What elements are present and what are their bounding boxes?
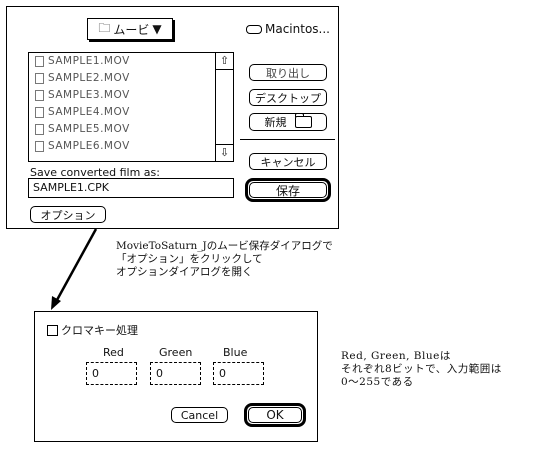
new-folder-button[interactable]: 新規 — [249, 113, 327, 131]
save-dialog — [6, 6, 339, 229]
folder-icon: 🗀 — [98, 20, 111, 35]
blue-input[interactable]: 0 — [213, 362, 264, 385]
list-item[interactable]: SAMPLE1.MOV — [35, 55, 130, 67]
file-list[interactable]: SAMPLE1.MOV SAMPLE2.MOV SAMPLE3.MOV SAMP… — [28, 52, 234, 162]
save-as-label: Save converted film as: — [30, 166, 160, 179]
scroll-up-arrow-icon[interactable]: ⇧ — [216, 53, 233, 70]
save-button[interactable]: 保存 — [245, 178, 331, 202]
divider — [240, 139, 335, 140]
list-item[interactable]: SAMPLE4.MOV — [35, 106, 130, 118]
ok-button[interactable]: OK — [244, 403, 306, 427]
folder-icon — [294, 113, 312, 128]
list-item[interactable]: SAMPLE6.MOV — [35, 140, 130, 152]
document-icon — [35, 123, 44, 135]
green-label: Green — [159, 346, 193, 359]
disk-name: Macintos... — [246, 22, 330, 36]
options-dialog — [34, 311, 318, 442]
file-list-scrollbar[interactable]: ⇧ ⇩ — [215, 52, 234, 162]
filename-input[interactable]: SAMPLE1.CPK — [28, 178, 234, 198]
chroma-key-checkbox[interactable]: クロマキー処理 — [47, 322, 138, 338]
document-icon — [35, 72, 44, 84]
disk-icon — [246, 24, 262, 34]
document-icon — [35, 89, 44, 101]
document-icon — [35, 55, 44, 67]
list-item[interactable]: SAMPLE2.MOV — [35, 72, 130, 84]
list-item[interactable]: SAMPLE3.MOV — [35, 89, 130, 101]
cancel-button[interactable]: Cancel — [171, 407, 228, 423]
desktop-button[interactable]: デスクトップ — [249, 89, 327, 106]
cancel-button[interactable]: キャンセル — [249, 153, 327, 170]
green-input[interactable]: 0 — [150, 362, 201, 385]
disk-name-label: Macintos... — [265, 22, 330, 36]
red-label: Red — [103, 346, 124, 359]
eject-button[interactable]: 取り出し — [249, 64, 327, 81]
list-item[interactable]: SAMPLE5.MOV — [35, 123, 130, 135]
options-button[interactable]: オプション — [30, 206, 106, 223]
document-icon — [35, 140, 44, 152]
checkbox-icon[interactable] — [47, 324, 58, 336]
caption-main: MovieToSaturn_Jのムービ保存ダイアログで 「オプション」をクリック… — [116, 240, 333, 278]
blue-label: Blue — [223, 346, 248, 359]
document-icon — [35, 106, 44, 118]
folder-popup-label: ムービ — [113, 22, 150, 37]
folder-popup-menu[interactable]: 🗀 ムービ ▼ — [87, 18, 173, 40]
triangle-down-icon: ▼ — [152, 22, 162, 36]
red-input[interactable]: 0 — [86, 362, 137, 385]
caption-rgb: Red, Green, Blueは それぞれ8ビットで、入力範囲は 0～255で… — [341, 350, 502, 388]
scroll-down-arrow-icon[interactable]: ⇩ — [216, 144, 233, 161]
